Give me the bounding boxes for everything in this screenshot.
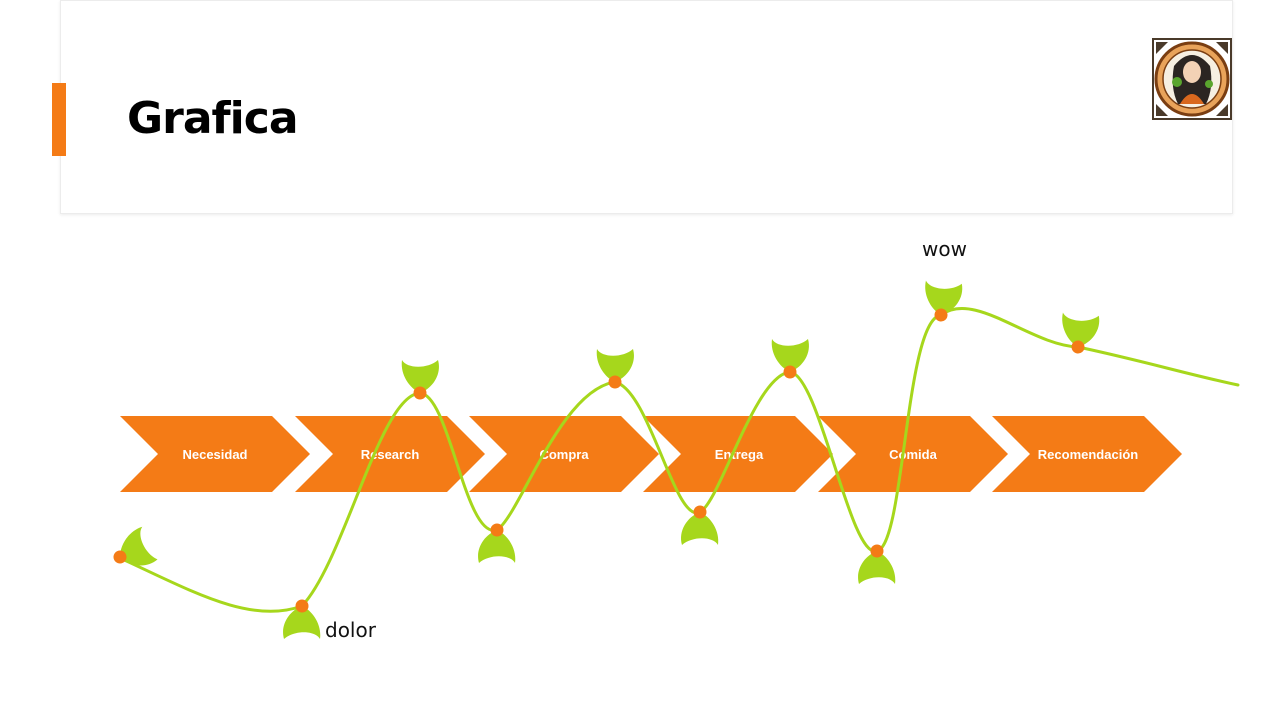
- chevron-shape: [643, 416, 833, 492]
- chevron-entrega: Entrega: [643, 416, 833, 492]
- annotation-high: wow: [922, 237, 967, 261]
- emotion-point: [413, 386, 427, 400]
- annotation-low: dolor: [325, 618, 377, 642]
- leaf-icon: [112, 526, 158, 575]
- emotion-point: [1071, 340, 1085, 354]
- chevron-compra: Compra: [469, 416, 659, 492]
- leaf-marker: [283, 599, 321, 639]
- chevron-shape: [120, 416, 310, 492]
- chevron-label: Research: [361, 447, 420, 462]
- slide-title: Grafica: [127, 93, 299, 144]
- chevron-label: Entrega: [715, 447, 764, 462]
- leaf-marker: [771, 339, 809, 379]
- leaf-marker: [478, 523, 516, 563]
- emotion-point: [934, 308, 948, 322]
- chevron-comida: Comida: [818, 416, 1008, 492]
- leaf-marker: [922, 280, 963, 322]
- leaf-marker: [1059, 312, 1100, 354]
- chevron-shape: [469, 416, 659, 492]
- leaf-marker: [858, 544, 896, 584]
- emotion-point: [693, 505, 707, 519]
- portrait-emblem-icon: [1152, 38, 1232, 120]
- chevron-shape: [818, 416, 1008, 492]
- leaf-marker: [681, 505, 719, 545]
- chevron-label: Comida: [889, 447, 937, 462]
- chevron-label: Recomendación: [1038, 447, 1138, 462]
- emotion-point: [870, 544, 884, 558]
- chevron-label: Compra: [539, 447, 589, 462]
- header-card: [60, 0, 1233, 214]
- chevron-recomendacion: Recomendación: [992, 416, 1182, 492]
- chevron-shape: [992, 416, 1182, 492]
- chevron-research: Research: [295, 416, 485, 492]
- chevron-label: Necesidad: [182, 447, 247, 462]
- emotion-point: [783, 365, 797, 379]
- emotion-point: [608, 375, 622, 389]
- stage-chevrons: Necesidad Research Compra Entrega Comida…: [120, 416, 1182, 492]
- accent-bar: [52, 83, 66, 156]
- emotion-point: [490, 523, 504, 537]
- chevron-shape: [295, 416, 485, 492]
- emotion-point: [113, 550, 127, 564]
- leaf-marker: [596, 349, 634, 389]
- leaf-marker: [401, 360, 439, 400]
- emotion-point: [295, 599, 309, 613]
- chevron-necesidad: Necesidad: [120, 416, 310, 492]
- leaf-marker: [112, 526, 158, 575]
